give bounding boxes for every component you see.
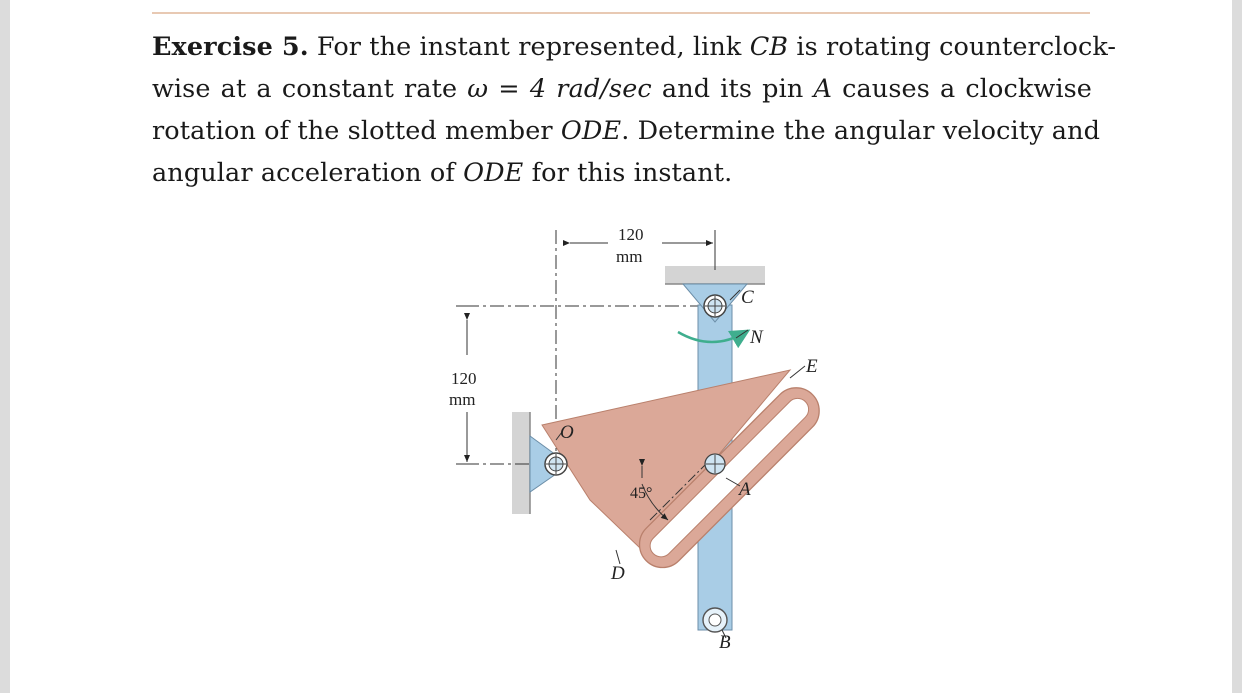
text-line-4: angular acceleration of ODE for this ins… [152, 152, 1092, 194]
math-ode: ODE [560, 116, 622, 146]
text-span: rotation of the slotted member [152, 116, 561, 146]
leader-lines [555, 289, 806, 639]
exercise-heading: Exercise 5. [152, 32, 309, 62]
left-ground [512, 412, 531, 514]
label-o: O [560, 422, 574, 443]
text-span: causes a clockwise [832, 74, 1092, 104]
pin-o [544, 452, 568, 476]
angle-label: 45° [630, 485, 652, 502]
text-span: angular acceleration of [152, 158, 464, 188]
text-line-2: wise at a constant rate ω = 4 rad/sec an… [152, 68, 1092, 110]
pin-a [704, 453, 726, 475]
top-rule [152, 12, 1090, 14]
dim-top-unit: mm [616, 247, 642, 266]
dim-left-value: 120 [451, 369, 477, 388]
label-e: E [805, 356, 818, 377]
label-c: C [741, 287, 754, 308]
label-a: A [737, 479, 751, 500]
dim-left-unit: mm [449, 390, 475, 409]
label-d: D [610, 563, 625, 584]
mechanism-figure: 120 mm 120 mm C N E O A D B 45° [449, 225, 820, 653]
label-n: N [749, 327, 764, 348]
math-omega: ω = 4 rad/sec [467, 74, 652, 104]
slotted-member-ode [541, 369, 820, 569]
document-page: Exercise 5. For the instant represented,… [10, 0, 1232, 693]
text-span: for this instant. [523, 158, 733, 188]
angle-marker [639, 459, 669, 521]
label-b: B [719, 632, 731, 653]
dim-top-value: 120 [618, 225, 644, 244]
exercise-text: Exercise 5. For the instant represented,… [152, 26, 1116, 194]
math-ode: ODE [463, 158, 524, 188]
text-span: and its pin [651, 74, 814, 104]
text-span: . Determine the angular velocity and [621, 116, 1101, 146]
math-a: A [813, 74, 832, 104]
text-span: wise at a constant rate [152, 74, 468, 104]
text-line-1: Exercise 5. For the instant represented,… [152, 26, 1116, 68]
text-line-3: rotation of the slotted member ODE. Dete… [152, 110, 1100, 152]
text-span: For the instant represented, link [316, 32, 750, 62]
text-span: is rotating counterclock- [788, 32, 1117, 62]
pin-c [703, 294, 727, 318]
math-cb: CB [749, 32, 789, 62]
